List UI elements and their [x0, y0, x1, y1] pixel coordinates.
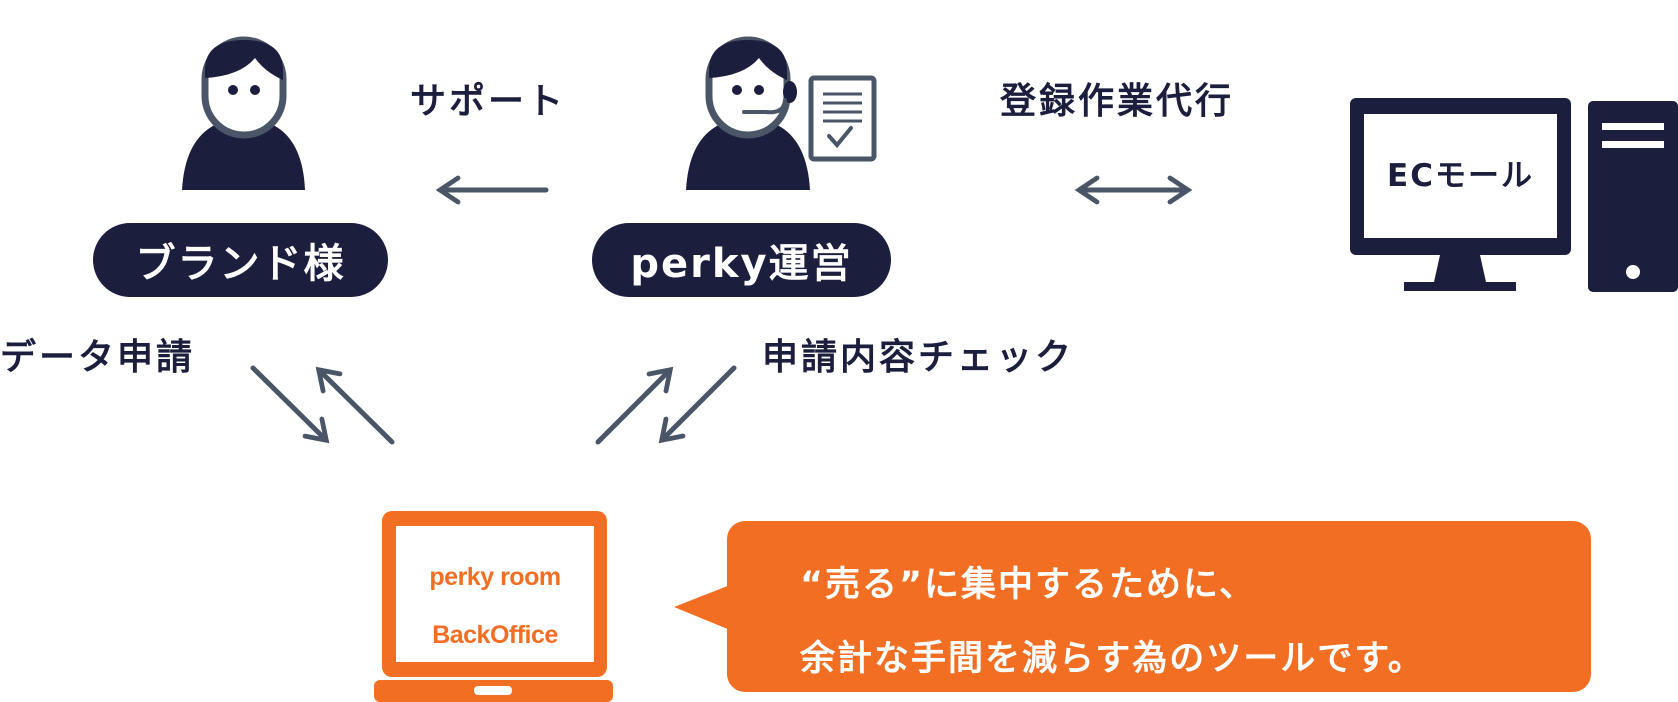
laptop-icon — [374, 511, 613, 702]
message: “売る”に集中するために、 余計な手間を減らす為のツールです。 — [800, 548, 1425, 696]
tool-name-line2: BackOffice — [432, 621, 558, 649]
tool-name-line1: perky room — [429, 563, 561, 591]
registration-label: 登録作業代行 — [1000, 81, 1235, 122]
arrow-down-right-icon — [250, 365, 330, 444]
arrow-down-left-icon — [658, 365, 737, 444]
arrow-up-left-icon — [315, 366, 395, 445]
checklist-icon — [808, 75, 877, 162]
speech-bubble — [674, 521, 1591, 692]
person-icon — [182, 36, 305, 190]
tool-name: perky room BackOffice — [398, 548, 592, 664]
support-label: サポート — [410, 81, 567, 122]
support-agent-icon — [686, 36, 810, 190]
desktop-computer-icon — [1350, 98, 1678, 292]
actor-brand-badge: ブランド様 — [93, 223, 388, 297]
check-label: 申請内容チェック — [762, 337, 1075, 378]
message-line1: “売る”に集中するために、 — [800, 565, 1256, 605]
message-line2: 余計な手間を減らす為のツールです。 — [800, 639, 1425, 679]
arrow-up-right-icon — [595, 366, 674, 445]
ec-mall-label: ECモール — [1387, 158, 1534, 194]
data-request-label: データ申請 — [0, 337, 196, 378]
actor-operator-badge: perky運営 — [592, 223, 891, 297]
